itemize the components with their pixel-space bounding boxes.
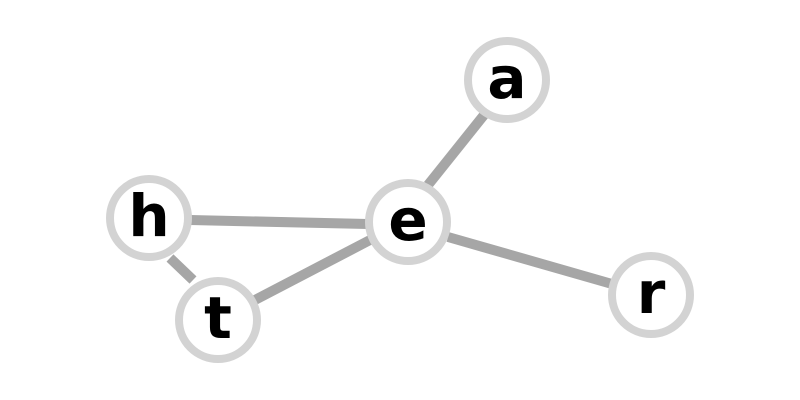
edge-e-r <box>446 232 614 289</box>
node-r-label: r <box>637 259 666 327</box>
node-e: e <box>365 179 451 265</box>
edge-e-a <box>424 111 488 189</box>
node-a-circle <box>464 37 550 123</box>
node-t-circle <box>175 277 261 363</box>
edge-h-t <box>166 254 197 284</box>
edge-h-e <box>189 215 369 229</box>
node-h-circle <box>106 175 192 261</box>
edges <box>166 111 614 305</box>
node-h-label: h <box>128 182 169 250</box>
node-r-circle <box>608 252 694 338</box>
node-a-label: a <box>487 44 526 112</box>
node-t-label: t <box>204 284 232 352</box>
node-r: r <box>608 252 694 338</box>
node-a: a <box>464 37 550 123</box>
node-h: h <box>106 175 192 261</box>
node-e-circle <box>365 179 451 265</box>
edge-t-e <box>252 235 373 305</box>
node-e-label: e <box>388 186 427 254</box>
node-t: t <box>175 277 261 363</box>
nodes: a e h t r <box>106 37 694 363</box>
